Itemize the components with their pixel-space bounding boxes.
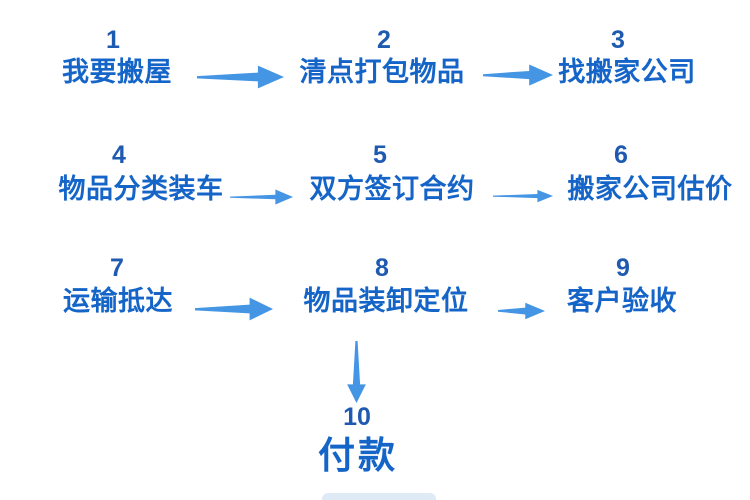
arrow-step7-to-step8-icon [195,295,273,323]
step-5-label: 双方签订合约 [309,174,475,204]
step-2-number: 2 [377,26,391,54]
step-8-number: 8 [375,254,389,282]
arrow-step4-to-step5-icon [230,185,293,209]
step-10-number: 10 [343,403,371,431]
step-8-label: 物品装卸定位 [303,286,469,316]
step-7-number: 7 [110,254,124,282]
arrow-step5-to-step6-icon [493,185,553,207]
step-1-label: 我要搬屋 [62,57,172,87]
arrow-step1-to-step2-icon [197,63,284,91]
step-9-number: 9 [616,254,630,282]
step-5-number: 5 [373,141,387,169]
step-4-label: 物品分类装车 [58,174,224,204]
step-6-label: 搬家公司估价 [567,174,733,204]
step-4-number: 4 [112,141,126,169]
step-9-label: 客户验收 [567,286,677,316]
arrow-step2-to-step3-icon [483,62,553,88]
step-1-number: 1 [106,26,120,54]
bottom-cutoff-shape [322,493,436,500]
arrow-step8-to-step10-icon [345,341,368,403]
step-6-number: 6 [614,141,628,169]
step-2-label: 清点打包物品 [299,57,465,87]
step-3-label: 找搬家公司 [558,57,696,87]
step-10-label: 付款 [318,435,398,476]
step-3-number: 3 [611,26,625,54]
step-7-label: 运输抵达 [63,286,173,316]
arrow-step8-to-step9-icon [498,300,545,322]
